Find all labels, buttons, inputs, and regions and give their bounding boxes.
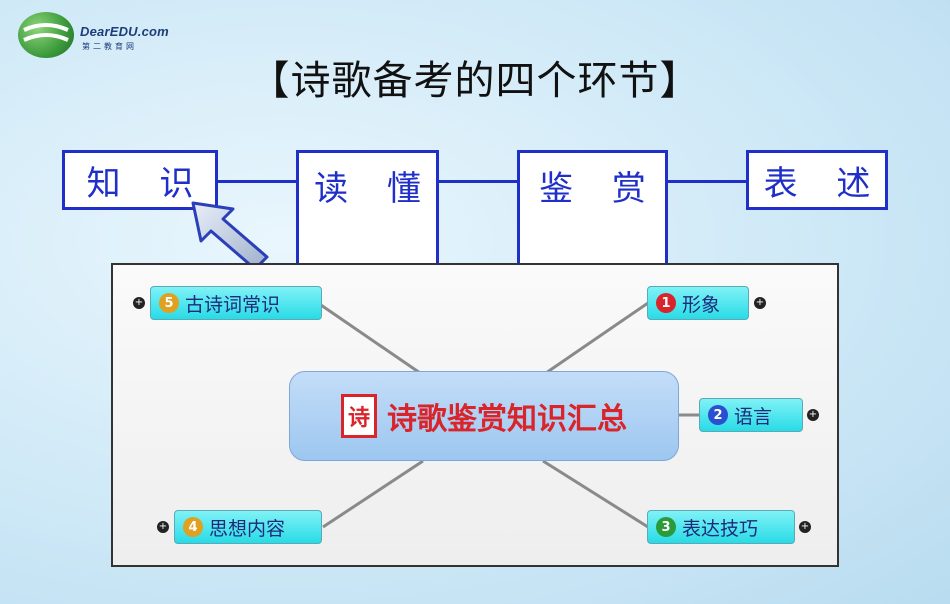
connector-3: [666, 180, 748, 183]
mindmap-panel: 诗 诗歌鉴赏知识汇总 5 古诗词常识 + 1 形象 + 2 语言 + 4 思想内…: [111, 263, 839, 567]
number-badge: 5: [159, 293, 179, 313]
node-image[interactable]: 1 形象: [647, 286, 749, 320]
stage-understand: 读 懂: [296, 150, 439, 265]
stage-knowledge: 知 识: [62, 150, 218, 210]
node-label: 古诗词常识: [185, 293, 281, 316]
node-label: 表达技巧: [682, 517, 759, 540]
node-label: 形象: [682, 293, 721, 316]
mindmap-lines: [317, 301, 699, 529]
expand-icon[interactable]: +: [807, 409, 819, 421]
logo: DearEDU.com 第二教育网: [18, 12, 218, 62]
node-label: 思想内容: [209, 517, 286, 540]
expand-icon[interactable]: +: [157, 521, 169, 533]
number-badge: 2: [708, 405, 728, 425]
node-language[interactable]: 2 语言: [699, 398, 803, 432]
expand-icon[interactable]: +: [133, 297, 145, 309]
stage-label: 知 识: [86, 163, 208, 204]
expand-icon[interactable]: +: [754, 297, 766, 309]
logo-emblem: [18, 12, 74, 58]
node-thought-content[interactable]: 4 思想内容: [174, 510, 322, 544]
seal-icon: 诗: [341, 394, 377, 438]
number-badge: 1: [656, 293, 676, 313]
stage-label: 鉴 赏: [539, 169, 660, 209]
logo-subtitle: 第二教育网: [82, 42, 137, 51]
node-label: 语言: [734, 405, 773, 428]
node-expression-techniques[interactable]: 3 表达技巧: [647, 510, 795, 544]
center-label: 诗歌鉴赏知识汇总: [387, 402, 627, 437]
stage-label: 表 述: [763, 163, 885, 204]
node-poetry-common-knowledge[interactable]: 5 古诗词常识: [150, 286, 322, 320]
mindmap-center[interactable]: 诗 诗歌鉴赏知识汇总: [289, 371, 679, 461]
logo-name: DearEDU.com: [80, 24, 169, 39]
stage-label: 读 懂: [314, 169, 435, 209]
number-badge: 4: [183, 517, 203, 537]
number-badge: 3: [656, 517, 676, 537]
page-title: 【诗歌备考的四个环节】: [249, 58, 701, 104]
stage-express: 表 述: [746, 150, 888, 210]
stage-appreciate: 鉴 赏: [517, 150, 668, 265]
connector-2: [437, 180, 519, 183]
expand-icon[interactable]: +: [799, 521, 811, 533]
connector-1: [216, 180, 298, 183]
